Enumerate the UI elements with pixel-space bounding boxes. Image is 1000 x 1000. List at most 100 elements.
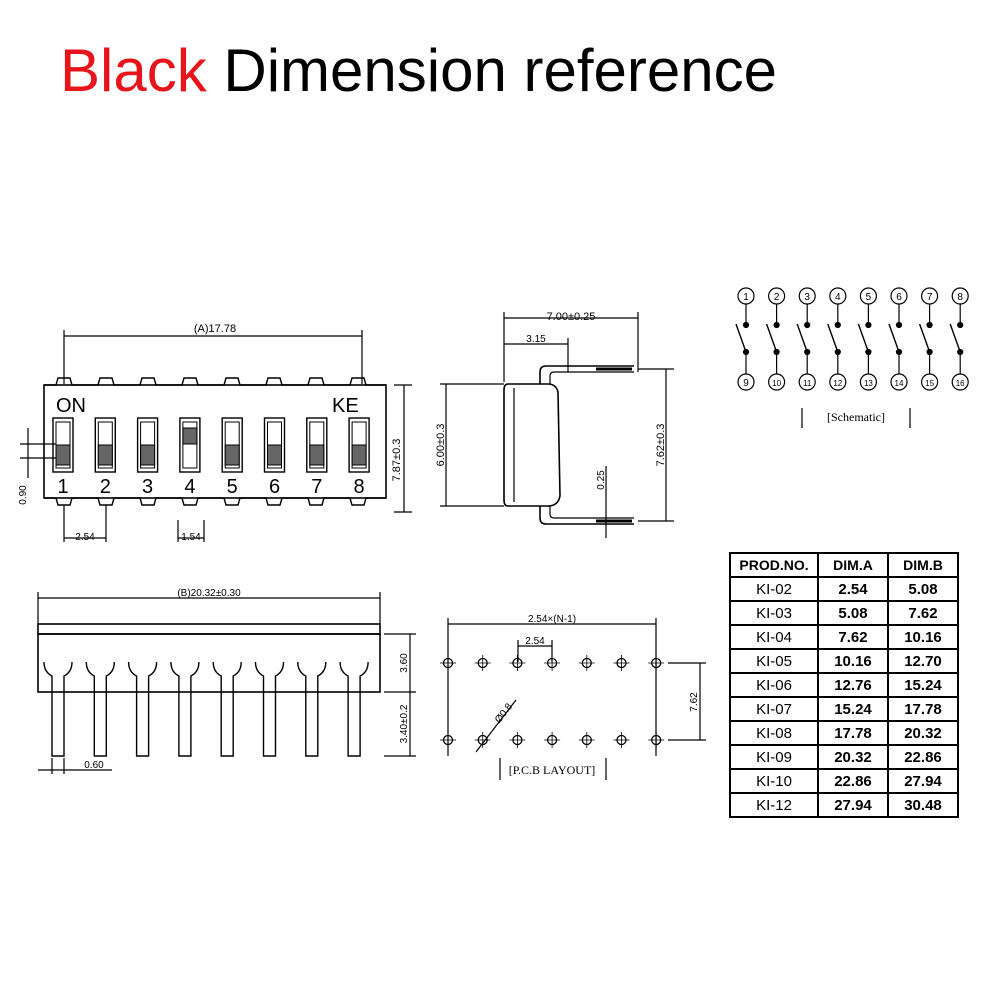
pcb-row-label: 7.62 bbox=[689, 692, 700, 712]
switch-number: 6 bbox=[269, 476, 280, 498]
pin-number: 13 bbox=[864, 379, 873, 388]
front-body bbox=[37, 633, 381, 693]
switch-blade bbox=[735, 323, 747, 353]
pcb-hole bbox=[440, 732, 456, 748]
pcb-hole bbox=[474, 655, 491, 671]
pcb-hole bbox=[613, 732, 630, 748]
dip-switch: 6 bbox=[263, 417, 286, 498]
front-pin bbox=[170, 661, 200, 757]
switch-actuator bbox=[224, 444, 240, 466]
contact-dot bbox=[865, 321, 872, 329]
switch-actuator bbox=[309, 444, 325, 466]
pcb-hole bbox=[578, 655, 595, 671]
front-pin bbox=[212, 661, 242, 757]
front-pin bbox=[254, 661, 285, 757]
schematic-switch: 5 13 bbox=[857, 287, 878, 391]
pin-width-label: 0.60 bbox=[84, 760, 104, 771]
switch-slot bbox=[221, 417, 243, 473]
side-width-label: 7.00±0.25 bbox=[547, 311, 596, 323]
cell-dim-a: 7.62 bbox=[817, 624, 889, 650]
top-view-notch-edge-top bbox=[44, 377, 386, 386]
switch-slot bbox=[52, 417, 74, 473]
cell-prod-no: KI-08 bbox=[729, 720, 819, 746]
body-dim-label: 3.60 bbox=[399, 653, 410, 673]
side-offset-label: 3.15 bbox=[526, 334, 546, 345]
thickness-label: 0.90 bbox=[18, 485, 29, 505]
contact-dot bbox=[773, 321, 780, 329]
table-header-row: PROD.NO. DIM.A DIM.B bbox=[729, 552, 959, 578]
pin-number: 10 bbox=[772, 379, 781, 388]
switch-number: 1 bbox=[57, 476, 68, 498]
switch-number: 8 bbox=[354, 476, 365, 498]
schematic-switch: 19 bbox=[735, 287, 755, 391]
pcb-hole bbox=[613, 655, 630, 671]
dip-switch: 4 bbox=[179, 417, 201, 498]
pcb-hole bbox=[648, 732, 665, 748]
side-pin-top-inner bbox=[549, 371, 634, 384]
pin-circle bbox=[920, 373, 939, 391]
title-red-word: Black bbox=[60, 37, 207, 104]
contact-dot bbox=[957, 321, 964, 329]
pin-number: 1 bbox=[743, 292, 749, 303]
top-view-notch-edge-bottom bbox=[44, 497, 386, 506]
switch-number: 5 bbox=[227, 476, 238, 498]
front-pin bbox=[339, 661, 369, 757]
pcb-hole bbox=[578, 732, 595, 748]
pin-shape bbox=[85, 661, 115, 757]
front-pin bbox=[85, 661, 115, 757]
pin-circle bbox=[798, 373, 816, 391]
cell-dim-b: 17.78 bbox=[887, 696, 959, 722]
pin-len-label: 3.40±0.2 bbox=[399, 704, 410, 743]
switch-actuator bbox=[55, 444, 71, 466]
side-pin-bottom bbox=[539, 506, 634, 525]
pin-circle bbox=[890, 373, 908, 391]
cell-dim-a: 2.54 bbox=[817, 576, 889, 602]
pin-span-label: 7.62±0.3 bbox=[655, 424, 667, 467]
header-dim-b: DIM.B bbox=[887, 552, 959, 578]
cell-dim-a: 10.16 bbox=[817, 648, 889, 674]
dip-switch: 1 bbox=[52, 417, 74, 498]
schematic-switch: 715 bbox=[918, 287, 939, 391]
pin-shape bbox=[254, 661, 285, 757]
switch-slot bbox=[306, 417, 328, 473]
switch-number: 7 bbox=[311, 476, 322, 498]
switch-slot bbox=[179, 417, 201, 473]
pin-number: 7 bbox=[927, 292, 933, 303]
cell-prod-no: KI-04 bbox=[729, 624, 819, 650]
pin-shape bbox=[170, 661, 200, 757]
switch-slot bbox=[94, 417, 117, 473]
switch-blade bbox=[857, 323, 870, 353]
cell-prod-no: KI-05 bbox=[729, 648, 819, 674]
front-pin bbox=[43, 661, 73, 757]
cell-dim-a: 12.76 bbox=[817, 672, 889, 698]
switch-actuator bbox=[267, 444, 282, 466]
body-height-label: 6.00±0.3 bbox=[435, 424, 447, 467]
front-pin bbox=[127, 661, 158, 757]
pin-number: 14 bbox=[895, 379, 904, 388]
switch-actuator bbox=[351, 444, 367, 466]
switch-slot bbox=[263, 417, 286, 473]
switch-slot bbox=[136, 417, 159, 473]
cell-prod-no: KI-02 bbox=[729, 576, 819, 602]
cell-dim-b: 10.16 bbox=[887, 624, 959, 650]
switch-blade bbox=[765, 323, 778, 353]
schematic-switch: 311 bbox=[796, 287, 816, 391]
switch-blade bbox=[888, 323, 900, 353]
brand-label: KE bbox=[332, 395, 359, 417]
pin-number: 3 bbox=[804, 292, 810, 303]
pcb-hole bbox=[544, 655, 561, 671]
schematic-switch: 614 bbox=[888, 287, 908, 391]
pin-number: 5 bbox=[866, 292, 872, 303]
pcb-pitch-label: 2.54 bbox=[525, 636, 545, 647]
title-black-words: Dimension reference bbox=[206, 37, 777, 104]
cell-dim-b: 27.94 bbox=[887, 768, 959, 794]
